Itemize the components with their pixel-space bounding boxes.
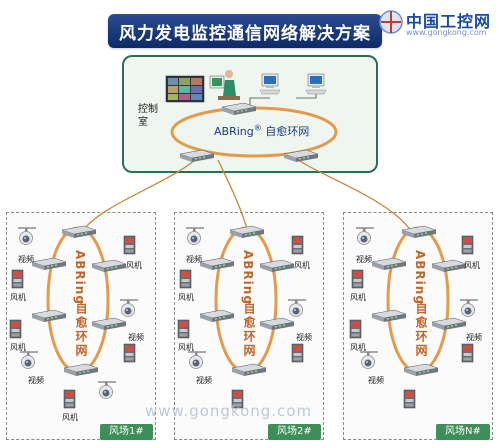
field-2-ring-cn: 自愈环网 [242, 302, 256, 358]
operator-icon [209, 70, 240, 100]
field-2-ring-abring: ABRing [241, 250, 255, 305]
field-2-camera-3-icon [187, 351, 207, 370]
field-n-turbine-label-1: 风机 [464, 261, 480, 270]
field-2-video-label-2: 视频 [296, 333, 312, 342]
field-1-turbine-3-icon [9, 319, 22, 339]
field-2-turbine-3-icon [177, 319, 190, 339]
field-1-turbine-label-4: 风机 [62, 413, 78, 422]
field-n-turbine-2-icon [351, 269, 364, 289]
field-2-switch-3 [259, 259, 295, 273]
diagram-title: 风力发电监控通信网络解决方案 [108, 14, 382, 48]
field-n-video-label-1: 视频 [356, 255, 372, 264]
control-switch-top [221, 102, 257, 116]
field-2-switch-6 [231, 363, 267, 377]
uplink-field-n [297, 159, 413, 233]
field-1-switch-2 [31, 257, 67, 271]
field-n-camera-1-icon [355, 227, 375, 246]
field-1-camera-4-icon [97, 381, 117, 400]
field-n-video-label-3: 视频 [368, 376, 384, 385]
field-1-turbine-label-2: 风机 [10, 293, 26, 302]
video-wall-icon [165, 75, 205, 103]
site-logo: 中国工控网 www.gongkong.com [374, 6, 496, 40]
field-2-video-label-3: 视频 [196, 376, 212, 385]
field-1-switch-6 [63, 363, 99, 377]
field-n-switch-2 [371, 257, 407, 271]
field-2-switch-2 [199, 257, 235, 271]
field-n-switch-3 [431, 259, 467, 273]
field-1-turbine-label-3: 风机 [10, 343, 26, 352]
field-n-ring-abring: ABRing [413, 250, 427, 305]
field-1-ring-cn: 自愈环网 [74, 302, 88, 358]
field-n-switch-6 [403, 363, 439, 377]
field-1-label: 风场1# [100, 424, 153, 440]
field-n-turbine-4-icon [461, 343, 474, 363]
logo-text: 中国工控网 [406, 12, 492, 31]
field-2-label: 风场2# [268, 424, 321, 440]
field-n-switch-5 [431, 317, 467, 331]
control-ring-reg-mark: ® [253, 123, 262, 133]
field-1-ring-abring: ABRing [73, 250, 87, 305]
field-n-turbine-1-icon [461, 235, 474, 255]
field-2-turbine-label-1: 风机 [294, 261, 310, 270]
field-1-camera-2-icon [119, 299, 139, 318]
control-ring-name: ABRing [214, 125, 254, 138]
control-room-label: 控制室 [138, 104, 158, 128]
field-1-switch-3 [91, 259, 127, 273]
logo-mark-icon [379, 10, 403, 34]
field-1-video-label-1: 视频 [18, 255, 34, 264]
field-n-label: 风场N# [436, 424, 490, 440]
field-n-turbine-label-2: 风机 [350, 293, 366, 302]
field-2-camera-2-icon [287, 299, 307, 318]
workstation-1-icon [259, 73, 281, 95]
field-2-turbine-4-icon [291, 343, 304, 363]
control-switch-right [283, 149, 319, 163]
control-ring-suffix: 自愈环网 [265, 125, 310, 138]
field-n-video-label-2: 视频 [466, 333, 482, 342]
field-1-turbine-2-icon [11, 269, 24, 289]
field-2-turbine-label-2: 风机 [178, 293, 194, 302]
field-1-video-label-3: 视频 [28, 376, 44, 385]
field-1-switch-5 [91, 317, 127, 331]
field-1-turbine-1-icon [123, 235, 136, 255]
uplink-field-1 [81, 159, 196, 233]
field-n-ring-cn: 自愈环网 [414, 302, 428, 358]
field-n-turbine-label-3: 风机 [350, 343, 366, 352]
control-room-panel: 控制室 ABRing® 自愈环网 [122, 55, 378, 173]
field-2-turbine-2-icon [179, 269, 192, 289]
uplink-field-2 [217, 159, 249, 233]
field-2-turbine-1-icon [291, 235, 304, 255]
field-2-turbine-label-3: 风机 [178, 343, 194, 352]
field-n-turbine-3-icon [349, 319, 362, 339]
field-1-camera-1-icon [17, 227, 37, 246]
field-1-video-label-2: 视频 [128, 333, 144, 342]
control-ring-label: ABRing® 自愈环网 [214, 123, 309, 139]
field-1-camera-3-icon [19, 351, 39, 370]
logo-url: www.gongkong.com [406, 28, 487, 37]
control-ring [170, 106, 338, 158]
field-n-switch-4 [371, 309, 407, 323]
field-2-camera-1-icon [185, 227, 205, 246]
workstation-2-icon [305, 73, 327, 95]
watermark: www.gongkong.com [145, 402, 313, 420]
field-1-switch-4 [31, 309, 67, 323]
field-n-camera-2-icon [459, 299, 479, 318]
field-2-switch-5 [259, 317, 295, 331]
field-2-video-label-1: 视频 [186, 255, 202, 264]
field-n-turbine-5-icon [403, 389, 416, 409]
field-n-camera-3-icon [359, 351, 379, 370]
field-2-switch-4 [199, 309, 235, 323]
field-1-turbine-label-1: 风机 [126, 261, 142, 270]
field-1-turbine-4-icon [123, 343, 136, 363]
field-1-turbine-5-icon [63, 389, 76, 409]
